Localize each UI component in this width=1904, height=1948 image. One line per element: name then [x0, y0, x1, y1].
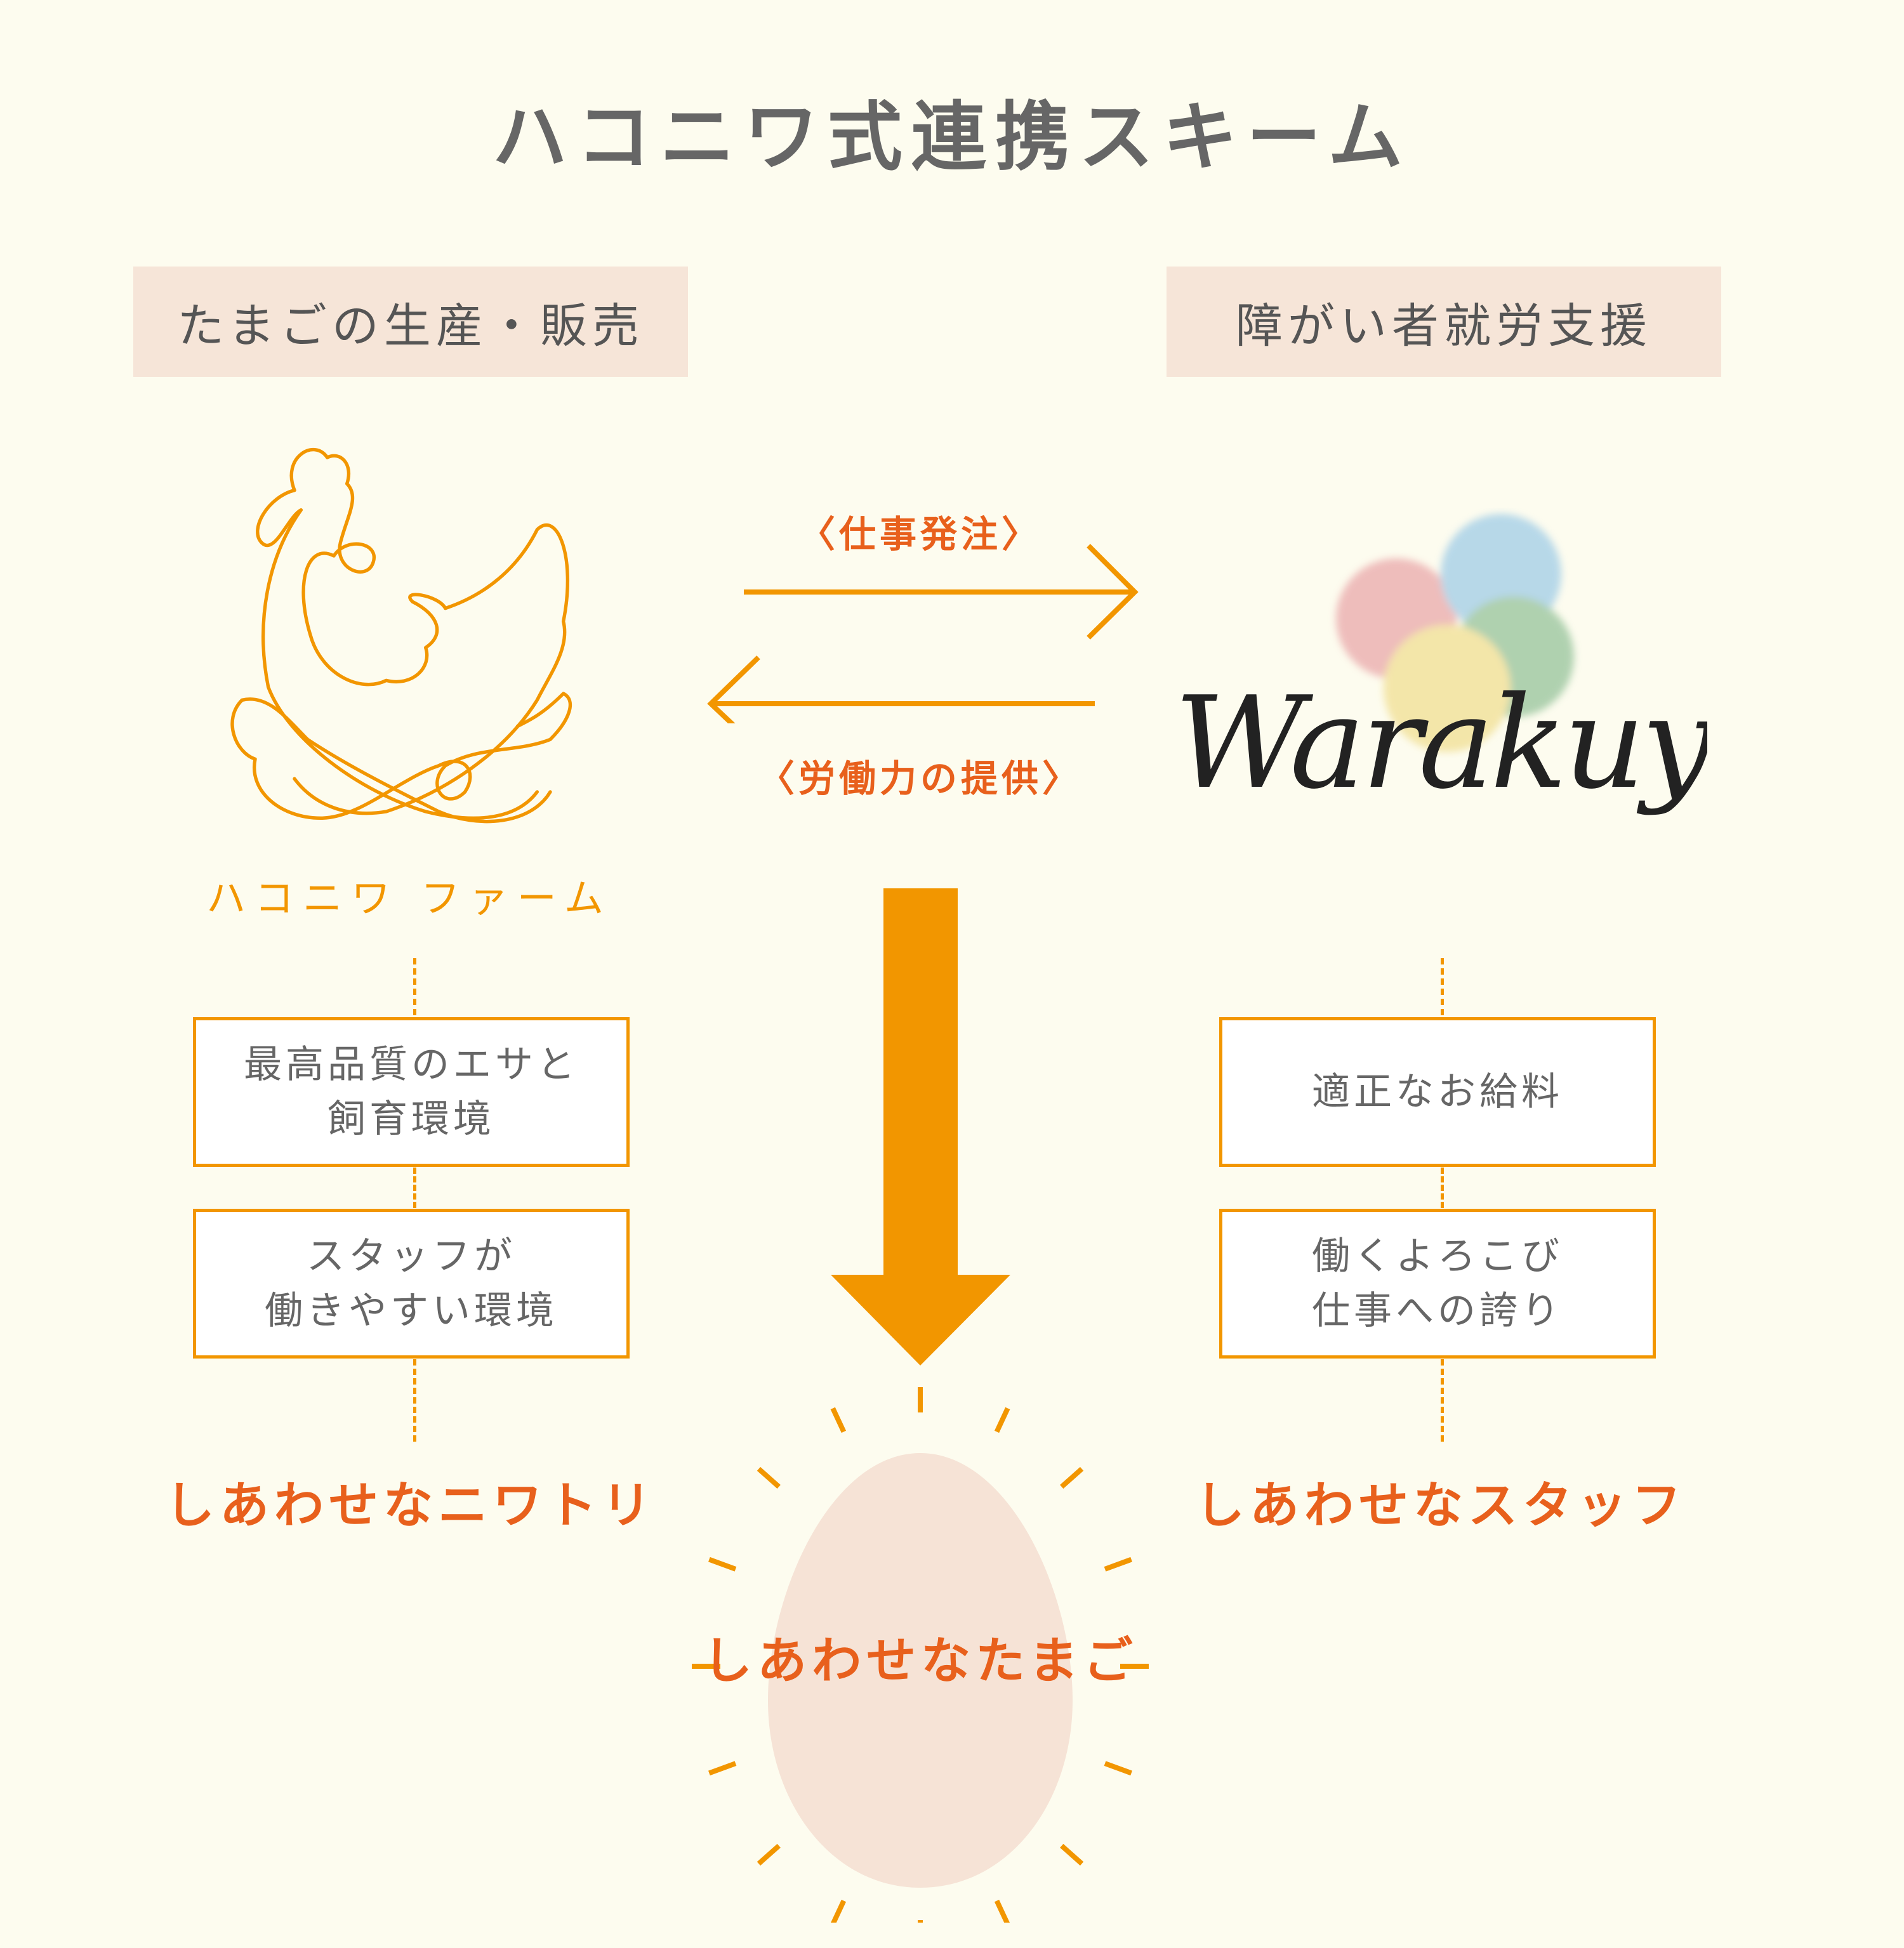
farm-logo-name: ハコニワ ファーム [206, 875, 612, 921]
page-title: ハコニワ式連携スキーム [492, 93, 1412, 181]
dotted-connector [1441, 1168, 1444, 1208]
sun-ray [994, 1407, 1010, 1433]
category-disability-employment: 障がい者就労支援 [1167, 267, 1721, 377]
hen-logo-icon [230, 448, 572, 824]
sun-ray [830, 1407, 847, 1433]
warakuya-logo-icon: Warakuya [1174, 514, 1707, 817]
sun-ray [757, 1843, 781, 1866]
result-happy-chickens: しあわせなニワトリ [164, 1477, 656, 1534]
flow-arrows [707, 544, 1139, 723]
result-happy-eggs: しあわせなたまご [703, 1633, 1138, 1690]
sun-ray [1060, 1466, 1084, 1489]
dotted-connector [413, 958, 416, 1015]
egg-illustration [692, 1387, 1149, 1923]
feature-box-staff-environment: スタッフが働きやすい環境 [193, 1209, 630, 1359]
sun-ray [757, 1466, 781, 1489]
feature-box-joy-of-work: 働くよろこび仕事への誇り [1219, 1209, 1656, 1359]
dotted-connector [413, 1359, 416, 1442]
flow-label-labor-supply: 〈労働力の提供〉 [757, 757, 1083, 800]
feature-box-salary: 適正なお給料 [1219, 1017, 1656, 1167]
dotted-connector [1441, 1359, 1444, 1442]
dotted-connector [413, 1168, 416, 1208]
sun-ray [1104, 1761, 1132, 1776]
dotted-connector [1441, 958, 1444, 1015]
sun-ray [708, 1761, 737, 1776]
flow-label-work-order: 〈仕事発注〉 [798, 513, 1042, 556]
category-egg-production: たまごの生産・販売 [133, 267, 688, 377]
egg-icon [768, 1453, 1073, 1888]
sun-ray [1060, 1843, 1084, 1866]
sun-ray [994, 1899, 1010, 1923]
svg-text:Warakuya: Warakuya [1174, 669, 1707, 817]
sun-ray [830, 1899, 847, 1923]
sun-ray [1104, 1556, 1132, 1572]
result-happy-staff: しあわせなスタッフ [1194, 1477, 1686, 1534]
feature-box-feed: 最高品質のエサと飼育環境 [193, 1017, 630, 1167]
sun-ray [708, 1556, 737, 1572]
down-arrow-icon [831, 888, 1010, 1366]
